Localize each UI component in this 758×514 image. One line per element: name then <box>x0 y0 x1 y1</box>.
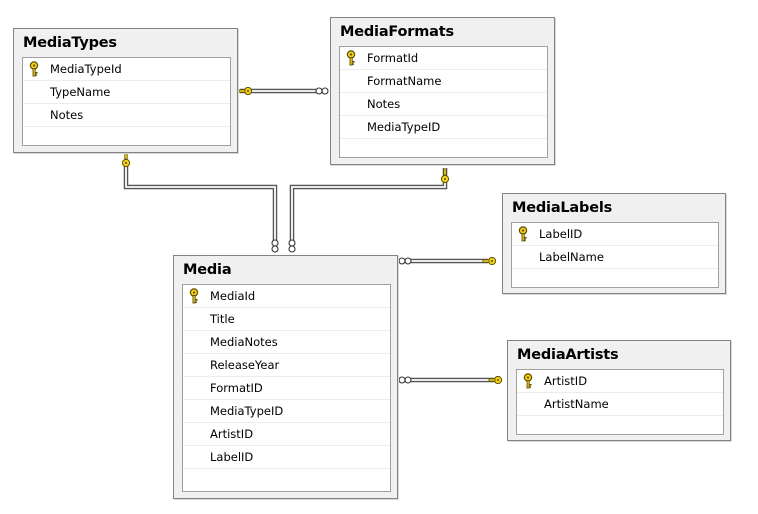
column-row[interactable]: LabelName <box>512 246 718 269</box>
table-title: MediaTypes <box>23 35 117 51</box>
one-end-key-icon <box>238 86 253 96</box>
primary-key-icon <box>185 287 203 305</box>
column-name: Title <box>210 312 235 326</box>
many-end-infinity-icon <box>398 376 412 384</box>
column-row[interactable]: ArtistID <box>183 423 390 446</box>
relationship-line-inner <box>291 168 446 244</box>
column-row[interactable]: FormatID <box>183 377 390 400</box>
one-end-key-icon <box>488 375 503 385</box>
table-mediatypes[interactable]: MediaTypes MediaTypeId TypeName Notes <box>13 28 238 153</box>
relationship-line-inner <box>125 160 276 244</box>
column-row[interactable]: MediaId <box>183 285 390 308</box>
column-grid: FormatId FormatName Notes MediaTypeID <box>339 46 548 158</box>
column-name: ArtistID <box>210 427 254 441</box>
column-name: LabelID <box>210 450 254 464</box>
primary-key-icon <box>519 372 537 390</box>
column-name: Notes <box>50 108 84 122</box>
empty-row <box>512 269 718 292</box>
table-mediaformats[interactable]: MediaFormats FormatId FormatName Notes M… <box>330 17 555 165</box>
table-title: MediaLabels <box>512 200 613 216</box>
column-row[interactable]: ArtistID <box>517 370 723 393</box>
column-row[interactable]: LabelID <box>512 223 718 246</box>
column-name: ArtistName <box>544 397 609 411</box>
column-row[interactable]: ReleaseYear <box>183 354 390 377</box>
column-row[interactable]: Notes <box>23 104 230 127</box>
many-end-infinity-icon <box>271 239 279 253</box>
table-mediaartists[interactable]: MediaArtists ArtistID ArtistName <box>507 340 731 441</box>
column-row[interactable]: ArtistName <box>517 393 723 416</box>
relationship-line <box>289 168 448 244</box>
column-name: MediaTypeID <box>210 404 284 418</box>
column-grid: MediaTypeId TypeName Notes <box>22 57 231 146</box>
column-name: TypeName <box>50 85 111 99</box>
column-grid: ArtistID ArtistName <box>516 369 724 435</box>
many-end-infinity-icon <box>315 87 329 95</box>
column-name: MediaTypeId <box>50 62 122 76</box>
column-name: Notes <box>367 97 401 111</box>
column-name: MediaTypeID <box>367 120 441 134</box>
column-row[interactable]: MediaTypeID <box>340 116 547 139</box>
column-row[interactable]: Notes <box>340 93 547 116</box>
column-row[interactable]: MediaTypeId <box>23 58 230 81</box>
column-grid: LabelID LabelName <box>511 222 719 288</box>
one-end-key-icon <box>440 168 450 184</box>
column-name: ReleaseYear <box>210 358 280 372</box>
primary-key-icon <box>25 60 43 78</box>
primary-key-icon <box>342 49 360 67</box>
table-title: MediaArtists <box>517 347 619 363</box>
column-name: FormatName <box>367 74 442 88</box>
primary-key-icon <box>514 225 532 243</box>
table-media[interactable]: Media MediaId Title MediaNotes ReleaseYe… <box>173 255 398 499</box>
column-row[interactable]: FormatName <box>340 70 547 93</box>
one-end-key-icon <box>121 152 131 168</box>
empty-row <box>23 127 230 150</box>
table-title: MediaFormats <box>340 24 454 40</box>
column-name: FormatId <box>367 51 419 65</box>
column-row[interactable]: Title <box>183 308 390 331</box>
column-name: MediaId <box>210 289 256 303</box>
table-medialabels[interactable]: MediaLabels LabelID LabelName <box>502 193 726 294</box>
column-row[interactable]: MediaTypeID <box>183 400 390 423</box>
column-name: FormatID <box>210 381 263 395</box>
column-row[interactable]: FormatId <box>340 47 547 70</box>
column-name: LabelID <box>539 227 583 241</box>
empty-row <box>517 416 723 439</box>
column-name: MediaNotes <box>210 335 278 349</box>
empty-row <box>183 469 390 492</box>
column-row[interactable]: TypeName <box>23 81 230 104</box>
relationship-line <box>123 160 278 244</box>
column-grid: MediaId Title MediaNotes ReleaseYear For… <box>182 284 391 492</box>
table-title: Media <box>183 262 232 278</box>
column-name: LabelName <box>539 250 604 264</box>
column-row[interactable]: MediaNotes <box>183 331 390 354</box>
many-end-infinity-icon <box>398 257 412 265</box>
empty-row <box>340 139 547 162</box>
column-row[interactable]: LabelID <box>183 446 390 469</box>
column-name: ArtistID <box>544 374 588 388</box>
one-end-key-icon <box>482 256 497 266</box>
many-end-infinity-icon <box>288 239 296 253</box>
